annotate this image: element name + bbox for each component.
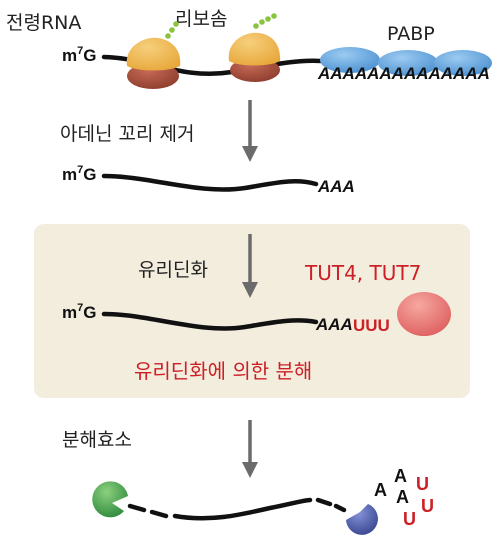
nucleotide-a-2: A <box>394 466 407 486</box>
arrow-step-3 <box>242 420 258 478</box>
phosphate-chain-2 <box>253 13 277 29</box>
exonuclease-left <box>92 481 128 518</box>
nucleotide-u-2: U <box>421 496 434 516</box>
label-uridylation: 유리딘화 <box>138 259 208 281</box>
pabp-proteins <box>320 47 492 76</box>
phosphate-chain-1 <box>165 21 179 39</box>
nucleotide-u-3: U <box>403 509 416 529</box>
released-nucleotides: A A A U U U <box>374 466 434 529</box>
ribosome-2 <box>228 13 281 82</box>
mrna-strand-2 <box>101 173 319 192</box>
ribosome-1 <box>126 21 181 89</box>
nucleotide-a-1: A <box>374 480 387 500</box>
label-uridylation-decay: 유리딘화에 의한 분해 <box>134 359 312 383</box>
exonuclease-right <box>346 504 378 535</box>
nucleotide-u-1: U <box>416 474 429 494</box>
poly-a-tail-uridylated: AAA <box>315 315 353 334</box>
label-mrna: 전령RNA <box>6 12 81 34</box>
label-tut-enzymes: TUT4, TUT7 <box>304 261 421 285</box>
tut-enzyme <box>397 292 451 336</box>
nucleotide-a-3: A <box>396 487 409 507</box>
label-ribosome: 리보솜 <box>175 8 227 30</box>
label-deadenylation: 아데닌 꼬리 제거 <box>60 123 194 145</box>
arrow-step-1 <box>242 100 258 162</box>
cap-m7g-2: m7G <box>62 164 96 184</box>
degraded-rna <box>127 497 347 521</box>
cap-m7g-3: m7G <box>62 302 96 322</box>
poly-a-tail-short: AAA <box>317 177 355 196</box>
arrow-step-2 <box>242 234 258 298</box>
uridylation-box <box>34 224 470 398</box>
label-pabp: PABP <box>387 23 435 45</box>
mrna-strand-3 <box>101 311 319 331</box>
cap-m7g-1: m7G <box>62 45 96 65</box>
poly-a-tail-long: AAAAAAAAAAAAAA <box>317 64 490 83</box>
uuu-tail: UUU <box>353 316 390 335</box>
label-nuclease: 분해효소 <box>62 429 132 451</box>
